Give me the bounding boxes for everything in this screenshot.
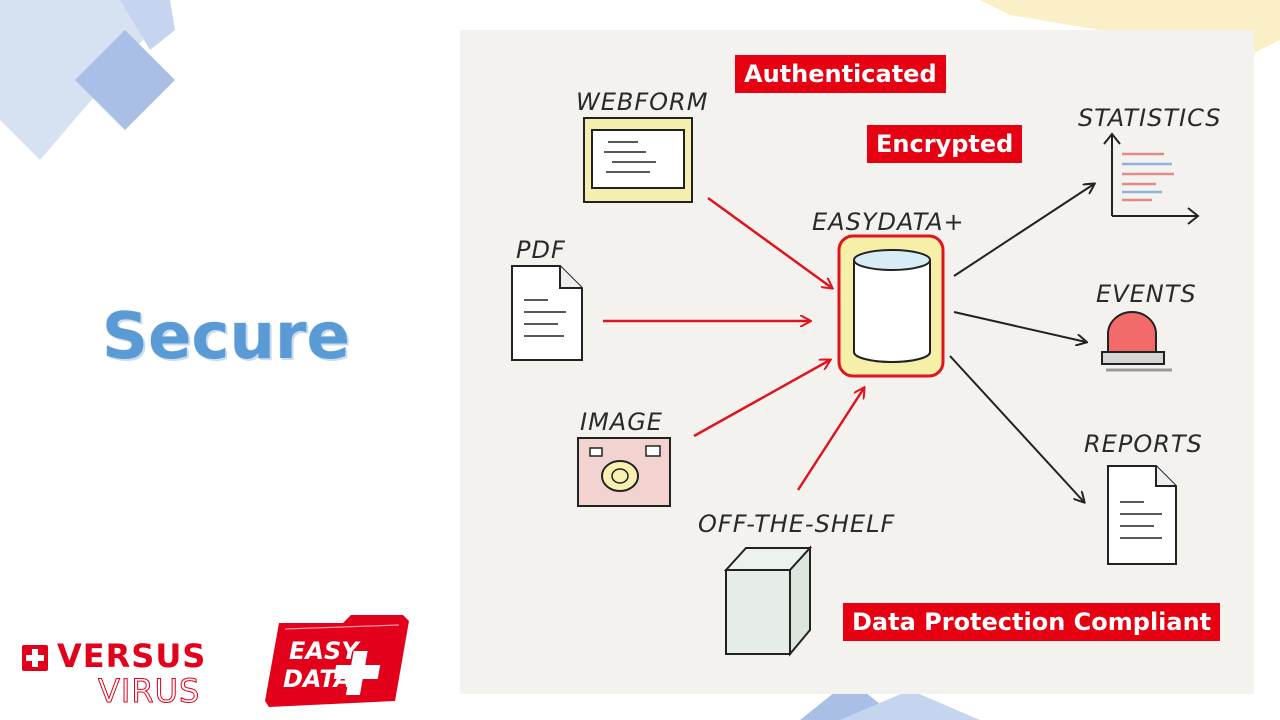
encrypted-tag: Encrypted <box>867 125 1023 163</box>
virus-logo-text: VIRUS <box>97 672 201 711</box>
easy-logo-text: EASY <box>289 637 359 665</box>
easydata-logo: EASY DATA <box>265 615 415 715</box>
data-logo-text: DATA <box>283 665 353 693</box>
pdf-label: PDF <box>516 236 566 264</box>
events-output: EVENTS <box>1096 280 1197 372</box>
chart-icon <box>1103 132 1200 225</box>
pdf-source: PDF <box>511 236 583 361</box>
versus-logo-text: VERSUS <box>57 637 207 675</box>
webform-icon <box>583 117 693 203</box>
arrow-webform-to-hub <box>707 196 832 288</box>
statistics-output: STATISTICS <box>1078 104 1222 225</box>
authenticated-tag: Authenticated <box>735 55 946 93</box>
database-icon <box>853 249 931 363</box>
incoming-arrows <box>603 196 864 491</box>
swiss-cross-icon <box>22 645 48 671</box>
outgoing-arrows <box>949 184 1094 502</box>
arrow-image-to-hub <box>693 360 830 438</box>
statistics-label: STATISTICS <box>1078 104 1222 132</box>
arrow-hub-to-reports <box>949 355 1084 502</box>
folder-plus-icon <box>265 615 409 707</box>
arrow-hub-to-events <box>953 311 1086 342</box>
arrow-hub-to-statistics <box>953 184 1094 277</box>
diagram-canvas: WEBFORM PDF <box>511 88 1222 657</box>
webform-source: WEBFORM <box>576 88 708 203</box>
reports-output: REPORTS <box>1084 430 1203 565</box>
arrow-shelf-to-hub <box>796 388 864 491</box>
pdf-icon <box>511 265 583 361</box>
report-document-icon <box>1107 465 1177 565</box>
corner-decoration-bottom <box>800 680 980 720</box>
reports-label: REPORTS <box>1084 430 1203 458</box>
page-title: Secure <box>102 300 350 374</box>
box-icon <box>723 545 813 657</box>
alarm-light-icon <box>1101 311 1172 372</box>
diagram-panel: WEBFORM PDF <box>460 30 1254 694</box>
image-label: IMAGE <box>580 408 663 436</box>
off-the-shelf-label: OFF-THE-SHELF <box>698 510 895 538</box>
corner-decoration-top-left <box>0 0 175 160</box>
events-label: EVENTS <box>1096 280 1197 308</box>
easydata-label: EASYDATA+ <box>812 208 965 236</box>
webform-label: WEBFORM <box>576 88 708 116</box>
data-protection-compliant-tag: Data Protection Compliant <box>843 603 1221 641</box>
easydata-hub: EASYDATA+ <box>812 208 965 378</box>
off-the-shelf-source: OFF-THE-SHELF <box>698 510 895 657</box>
image-source: IMAGE <box>577 408 671 507</box>
camera-icon <box>577 437 671 507</box>
